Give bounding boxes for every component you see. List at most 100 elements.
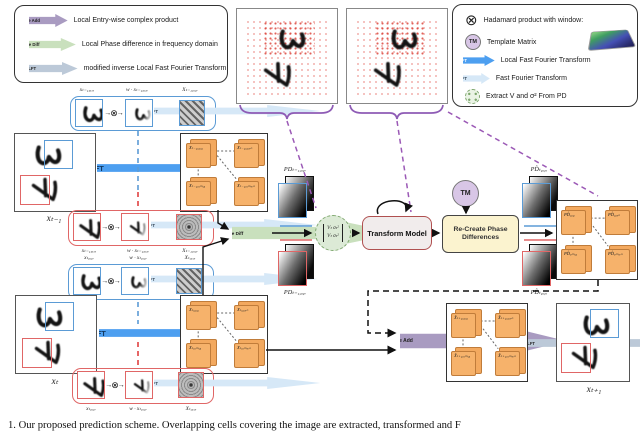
digit-three bbox=[24, 300, 66, 337]
hadamard-icon: ⊗ bbox=[107, 221, 115, 232]
transform-model-box: Transform Model bbox=[362, 216, 432, 250]
phase-add-arrow-icon: Phase Add bbox=[29, 14, 68, 27]
spectrum-tile bbox=[179, 100, 205, 126]
digit-seven bbox=[364, 54, 408, 94]
pd-stack-red bbox=[278, 244, 314, 286]
legend-left-box: Phase Add Local Entry-wise complex produ… bbox=[14, 5, 228, 83]
hadamard-icon: ⊗ bbox=[465, 12, 478, 29]
legend-m-ilft-label: modified inverse Local Fast Fourier Tran… bbox=[83, 65, 227, 72]
pd-hat-stack-blue bbox=[522, 176, 558, 218]
patch-image bbox=[73, 267, 101, 295]
frame-x-next bbox=[556, 303, 630, 382]
legend-hadamard-row: ⊗ Hadamard product with window: bbox=[465, 13, 583, 28]
zoom-link-mid bbox=[396, 120, 412, 213]
windowed-patch-image bbox=[121, 267, 149, 295]
brace-right bbox=[349, 104, 444, 120]
legend-phase-add-label: Local Entry-wise complex product bbox=[73, 17, 179, 24]
frame-x-curr-label: xₜ bbox=[51, 376, 59, 386]
pd-top-label: PDₜ₋₁,ᵤ,ᵥ bbox=[283, 166, 307, 173]
cell-tile: PD̂₀,₀ bbox=[561, 206, 592, 236]
lft-arrow-icon: LFT bbox=[463, 55, 495, 66]
hadamard-step: →⊗→ bbox=[104, 107, 124, 118]
cell-tile: PD̂₀,ᵥₙ bbox=[605, 206, 636, 236]
cell-tile: PD̂ᵤₘ,₀ bbox=[561, 245, 592, 275]
hadamard-step: →⊗→ bbox=[101, 221, 121, 232]
red-patch-box bbox=[22, 338, 52, 368]
strip-bottom-label-3: Xₜ,ᵤ,ᵥ bbox=[185, 406, 197, 412]
spectrum-tile bbox=[176, 268, 202, 294]
tm-node: TM bbox=[452, 180, 479, 207]
cell-tile: X̂ₜ₊₁,₀,₀ bbox=[451, 309, 482, 339]
phase-diff-arrow-icon: Phase Diff bbox=[29, 38, 76, 51]
patch-image bbox=[75, 99, 103, 127]
recreate-phase-differences-box: Re-Create Phase Differences bbox=[442, 215, 519, 253]
hadamard-icon: ⊗ bbox=[110, 107, 118, 118]
windowed-patch-image bbox=[125, 371, 153, 399]
cell-tile: Xₜ,ᵤₘ,₀ bbox=[186, 339, 217, 369]
legend-fft-row: FFT Fast Fourier Transform bbox=[463, 73, 567, 84]
digit-seven bbox=[254, 54, 298, 94]
digit-three bbox=[23, 138, 65, 175]
digit-seven bbox=[22, 171, 64, 209]
pd-hat-bottom-label: PD̂ₜ,ᵤ,ᵥ bbox=[530, 289, 548, 296]
figure-caption: 1. Our proposed prediction scheme. Overl… bbox=[8, 420, 461, 431]
pd-hat-stack-red bbox=[522, 244, 558, 286]
cell-tile: Xₜ₋₁,ᵤₘ,ᵥₙ bbox=[234, 177, 265, 207]
cell-tile: Xₜ₋₁,ᵤₘ,₀ bbox=[186, 177, 217, 207]
spectrum-tile bbox=[176, 214, 202, 240]
hadamard-icon: ⊗ bbox=[111, 379, 119, 390]
digit-three bbox=[379, 22, 421, 59]
cell-tile: X̂ₜ₊₁,ᵤₘ,ᵥₙ bbox=[495, 347, 526, 377]
legend-phase-diff-label: Local Phase difference in frequency doma… bbox=[81, 41, 218, 48]
digit-seven bbox=[562, 339, 604, 377]
flow-frame-left bbox=[236, 8, 338, 104]
transform-recurrence-loop bbox=[376, 200, 413, 215]
cell-tile: Xₜ₋₁,₀,₀ bbox=[186, 139, 217, 169]
extract-icon bbox=[465, 89, 480, 104]
v-sigma-matrix: Vₜ σₜ² Vₜ σₜ² bbox=[323, 224, 343, 242]
strip-bottom-label-2: w · xₜ,ᵤ,ᵥ bbox=[129, 406, 147, 412]
frame-x-prev bbox=[14, 133, 96, 212]
cell-tile: Xₜ,₀,₀ bbox=[186, 301, 217, 331]
patch-image bbox=[77, 371, 105, 399]
strip-top-label-1: xₜ₋₁,ᵤ,ᵥ bbox=[79, 87, 95, 93]
legend-tm-row: TM Template Matrix bbox=[465, 34, 536, 50]
fft-arrow-icon: FFT bbox=[463, 73, 490, 84]
frame-x-prev-label: xₜ₋₁ bbox=[46, 213, 62, 223]
flow-frame-right bbox=[346, 8, 448, 104]
legend-lft-label: Local Fast Fourier Transform bbox=[500, 57, 591, 64]
blue-patch-box bbox=[44, 140, 73, 169]
legend-m-ilft-row: m-iLFT modified inverse Local Fast Fouri… bbox=[29, 62, 226, 75]
legend-phase-diff-row: Phase Diff Local Phase difference in fre… bbox=[29, 38, 218, 51]
blue-patch-box bbox=[45, 302, 74, 331]
red-patch-box bbox=[20, 175, 50, 205]
legend-right-box: ⊗ Hadamard product with window: TM Templ… bbox=[452, 4, 638, 107]
cellbox-dotted-links bbox=[197, 312, 237, 341]
legend-phase-add-row: Phase Add Local Entry-wise complex produ… bbox=[29, 14, 178, 27]
cell-tile: PD̂ᵤₘ,ᵥₙ bbox=[605, 245, 636, 275]
legend-hadamard-label: Hadamard product with window: bbox=[483, 17, 584, 24]
cellbox-dotted-links bbox=[572, 217, 609, 247]
cell-tile: Xₜ,₀,ᵥₙ bbox=[234, 301, 265, 331]
tm-icon: TM bbox=[465, 34, 481, 50]
hadamard-step: →⊗→ bbox=[101, 275, 121, 286]
digit-three bbox=[267, 22, 309, 59]
cellbox-dotted-links bbox=[197, 150, 237, 179]
pd-bottom-label: PDₜ₋₁,ᵤ,ᵥ bbox=[283, 289, 307, 296]
legend-extract-label: Extract V and σ² From PD bbox=[486, 93, 567, 100]
cellbox-x-curr: Xₜ,₀,₀ Xₜ,₀,ᵥₙ Xₜ,ᵤₘ,₀ Xₜ,ᵤₘ,ᵥₙ bbox=[180, 295, 268, 374]
legend-lft-row: LFT Local Fast Fourier Transform bbox=[463, 55, 591, 66]
window-surface-image bbox=[587, 29, 637, 52]
pd-hat-top-label: PD̂ₜ,ᵤ,ᵥ bbox=[530, 166, 548, 173]
cell-tile: Xₜ,ᵤₘ,ᵥₙ bbox=[234, 339, 265, 369]
cell-tile: Xₜ₋₁,₀,ᵥₙ bbox=[234, 139, 265, 169]
flow-dots-dense bbox=[263, 21, 315, 55]
frame-x-curr bbox=[15, 295, 97, 374]
blue-patch-box bbox=[590, 309, 619, 338]
hadamard-step: →⊗→ bbox=[105, 379, 125, 390]
digit-seven bbox=[25, 334, 67, 372]
